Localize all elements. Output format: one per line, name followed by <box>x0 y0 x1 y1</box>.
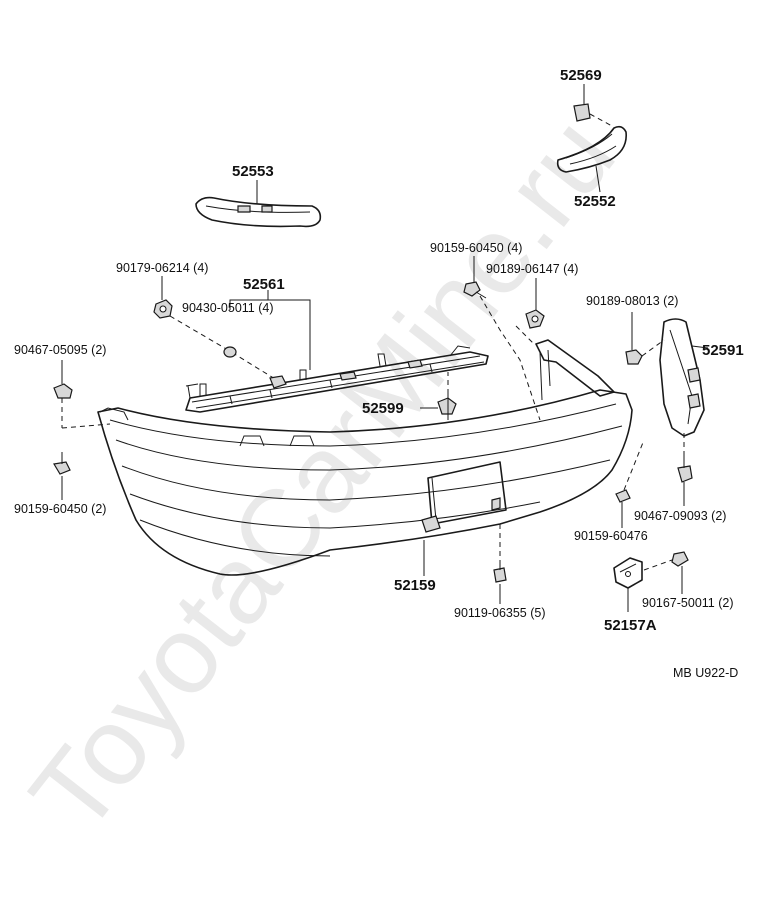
bolt-90119-06355-shape <box>493 562 507 604</box>
part-52157A-support-shape <box>613 557 643 612</box>
label-52159: 52159 <box>394 577 436 594</box>
fastener-90189-06147-shape <box>525 278 545 329</box>
label-90189-08013: 90189-08013 (2) <box>586 294 678 308</box>
washer-90430-05011-shape <box>223 346 287 389</box>
part-52591-side-bracket-shape <box>659 318 709 437</box>
screw-90159-60476-shape <box>615 489 631 528</box>
diagram-code: MB U922-D <box>673 666 738 680</box>
label-90159-60476: 90159-60476 <box>574 529 648 543</box>
label-90159-60450-4: 90159-60450 (4) <box>430 241 522 255</box>
label-52157A: 52157A <box>604 617 657 634</box>
label-90467-09093: 90467-09093 (2) <box>634 509 726 523</box>
label-90189-06147: 90189-06147 (4) <box>486 262 578 276</box>
fastener-90189-08013-shape <box>625 312 665 365</box>
label-52552: 52552 <box>574 193 616 210</box>
label-90159-60450-2: 90159-60450 (2) <box>14 502 106 516</box>
clip-90467-09093-shape <box>677 432 693 506</box>
label-90119-06355: 90119-06355 (5) <box>454 606 546 620</box>
part-52159-bumper-cover-shape <box>97 325 645 576</box>
label-90467-05095: 90467-05095 (2) <box>14 343 106 357</box>
screw-90159-60450-left-shape <box>53 452 71 500</box>
clip-90467-05095-shape <box>53 360 111 429</box>
label-90430-05011: 90430-05011 (4) <box>182 301 274 315</box>
part-52552-moulding-shape <box>556 125 627 193</box>
label-52561: 52561 <box>243 276 285 293</box>
label-90179-06214: 90179-06214 (4) <box>116 261 208 275</box>
label-52599: 52599 <box>362 400 404 417</box>
label-52553: 52553 <box>232 163 274 180</box>
label-52569: 52569 <box>560 67 602 84</box>
label-52591: 52591 <box>702 342 744 359</box>
label-90167-50011: 90167-50011 (2) <box>642 596 734 610</box>
screw-90167-50011-shape <box>643 551 689 594</box>
part-52569-clip-shape <box>573 84 613 127</box>
fastener-90159-60450-top-shape <box>463 256 541 421</box>
part-52599-retainer-shape <box>420 372 457 420</box>
part-52561-reinforcement-shape <box>185 290 489 413</box>
part-52553-moulding-shape <box>195 180 322 228</box>
